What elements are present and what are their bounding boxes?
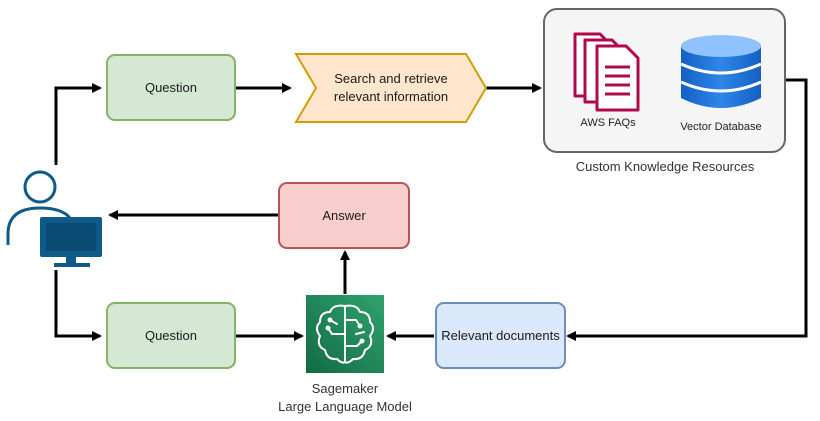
question-bottom-label: Question — [144, 327, 198, 343]
vector-database-label: Vector Database — [680, 121, 762, 133]
search-step-label: Search and retrieve relevant information — [333, 71, 449, 104]
sagemaker-title: Sagemaker — [311, 381, 379, 396]
question-bottom-box: Question — [106, 302, 236, 369]
arrow-user-to-question-bottom — [54, 270, 102, 341]
arrow-knowledge-to-documents — [566, 78, 808, 341]
relevant-documents-label: Relevant documents — [441, 327, 560, 343]
answer-box: Answer — [278, 182, 410, 249]
search-step-shape — [294, 53, 488, 123]
sagemaker-subtitle: Large Language Model — [278, 399, 412, 414]
answer-label: Answer — [322, 207, 366, 223]
search-step-label-box: Search and retrieve relevant information — [318, 54, 464, 122]
arrow-user-to-question-top — [54, 83, 102, 165]
question-top-box: Question — [106, 54, 236, 121]
relevant-documents-box: Relevant documents — [435, 302, 566, 369]
aws-faqs-label: AWS FAQs — [580, 117, 636, 129]
question-top-label: Question — [144, 79, 198, 95]
knowledge-resources-caption: Custom Knowledge Resources — [575, 159, 755, 174]
